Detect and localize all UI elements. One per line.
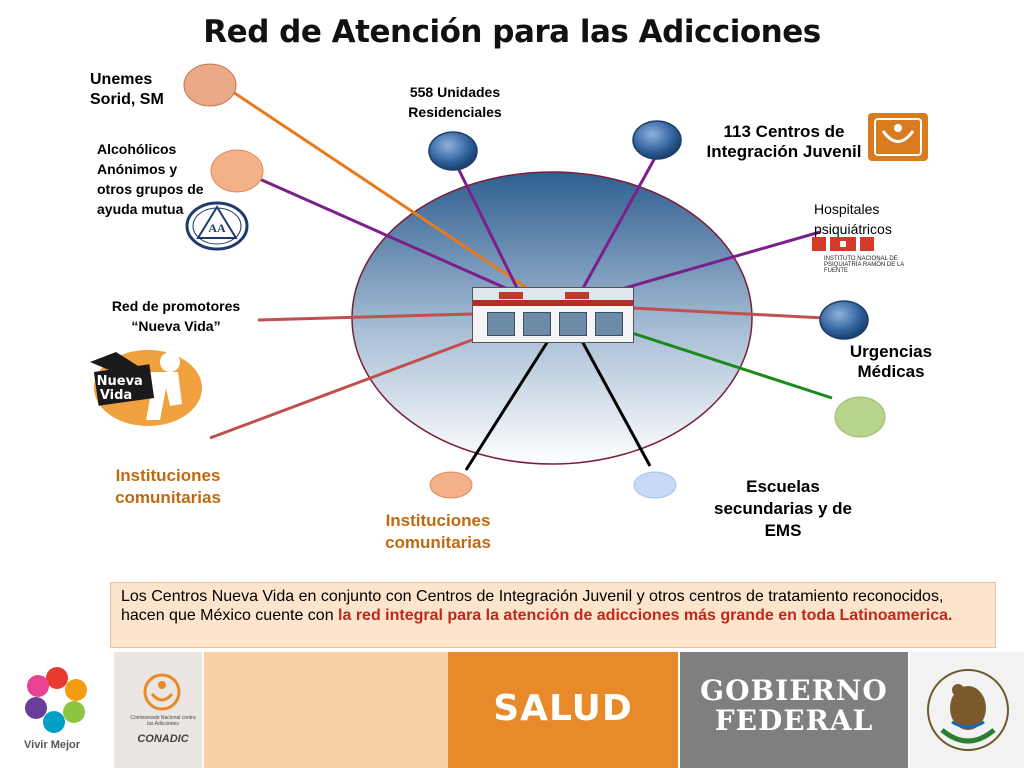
node-centros-integracion bbox=[632, 120, 682, 160]
vivir-mejor-text: Vivir Mejor bbox=[24, 739, 81, 751]
federal-line: FEDERAL bbox=[714, 704, 874, 737]
building-window bbox=[559, 312, 587, 336]
building-sign bbox=[565, 292, 589, 299]
label-unidades-residenciales: 558 Unidades Residenciales bbox=[408, 84, 502, 120]
building-sign bbox=[499, 292, 523, 299]
info-highlight: la red integral para la atención de adic… bbox=[338, 607, 953, 624]
node-urgencias-green bbox=[834, 396, 886, 438]
node-residenciales bbox=[428, 131, 478, 171]
line-instituciones-left bbox=[209, 338, 473, 440]
nueva-vida-logo: Nueva Vida bbox=[90, 350, 202, 426]
building-window bbox=[487, 312, 515, 336]
label-promotores: Red de promotores “Nueva Vida” bbox=[111, 298, 241, 334]
footer-peach-segment bbox=[204, 652, 448, 768]
page-title: Red de Atención para las Adicciones bbox=[203, 14, 821, 50]
node-alcoholicos bbox=[210, 149, 264, 193]
salud-text: SALUD bbox=[493, 688, 633, 729]
node-escuelas bbox=[633, 471, 677, 499]
line-promotores bbox=[257, 312, 473, 322]
line-centros-integracion bbox=[580, 155, 658, 291]
label-hospitales: Hospitales psiquiátricos bbox=[814, 201, 892, 237]
cij-logo bbox=[868, 113, 928, 161]
building-window bbox=[595, 312, 623, 336]
inpf-logo-text: INSTITUTO NACIONAL DE PSIQUIATRÍA RAMÓN … bbox=[824, 256, 904, 274]
info-text: Los Centros Nueva Vida en conjunto con C… bbox=[121, 588, 944, 624]
node-urgencias-blue bbox=[819, 300, 869, 340]
aa-logo: AA bbox=[185, 201, 249, 251]
vivir-mejor-logo bbox=[25, 667, 87, 733]
line-alcoholicos bbox=[254, 175, 511, 292]
line-residenciales bbox=[456, 167, 520, 291]
label-instituciones-bottom: Instituciones comunitarias bbox=[385, 511, 491, 552]
line-escuelas bbox=[580, 340, 652, 467]
escudo-nacional-icon bbox=[927, 669, 1009, 751]
line-instituciones-bottom bbox=[464, 340, 550, 471]
footer-gobierno-segment bbox=[680, 652, 908, 768]
nueva-vida-word-1: Nueva bbox=[97, 374, 143, 389]
gobierno-line: GOBIERNO bbox=[700, 674, 888, 707]
label-instituciones-left: Instituciones comunitarias bbox=[115, 466, 221, 507]
building-window bbox=[523, 312, 551, 336]
footer-salud-segment bbox=[448, 652, 678, 768]
nueva-vida-logo-text: Nueva Vida bbox=[97, 374, 148, 403]
aa-logo-text: AA bbox=[208, 221, 226, 235]
nueva-vida-word-2: Vida bbox=[100, 388, 132, 403]
conadic-text: CONADIC bbox=[137, 733, 189, 745]
label-centros-integracion: 113 Centros de Integración Juvenil bbox=[706, 122, 862, 161]
line-urgencias-green bbox=[631, 331, 833, 400]
gobierno-federal-text: GOBIERNO FEDERAL bbox=[680, 676, 908, 736]
inpf-logo bbox=[812, 237, 874, 251]
conadic-logo bbox=[143, 673, 181, 711]
info-box: Los Centros Nueva Vida en conjunto con C… bbox=[110, 582, 996, 648]
node-unemes bbox=[183, 63, 237, 107]
building-photo bbox=[472, 287, 634, 343]
conadic-subtitle: Comisionado Nacional contra las Adiccion… bbox=[130, 715, 196, 727]
label-escuelas: Escuelas secundarias y de EMS bbox=[714, 477, 852, 540]
line-hospitales bbox=[617, 230, 821, 292]
label-urgencias: Urgencias Médicas bbox=[849, 342, 933, 381]
node-instituciones-bottom bbox=[429, 471, 473, 499]
line-unemes bbox=[232, 90, 531, 292]
label-alcoholicos: Alcohólicos Anónimos y otros grupos de a… bbox=[97, 141, 204, 217]
label-unemes: Unemes Sorid, SM bbox=[90, 71, 164, 108]
building-stripe bbox=[473, 300, 633, 306]
line-urgencias-blue bbox=[631, 306, 825, 320]
